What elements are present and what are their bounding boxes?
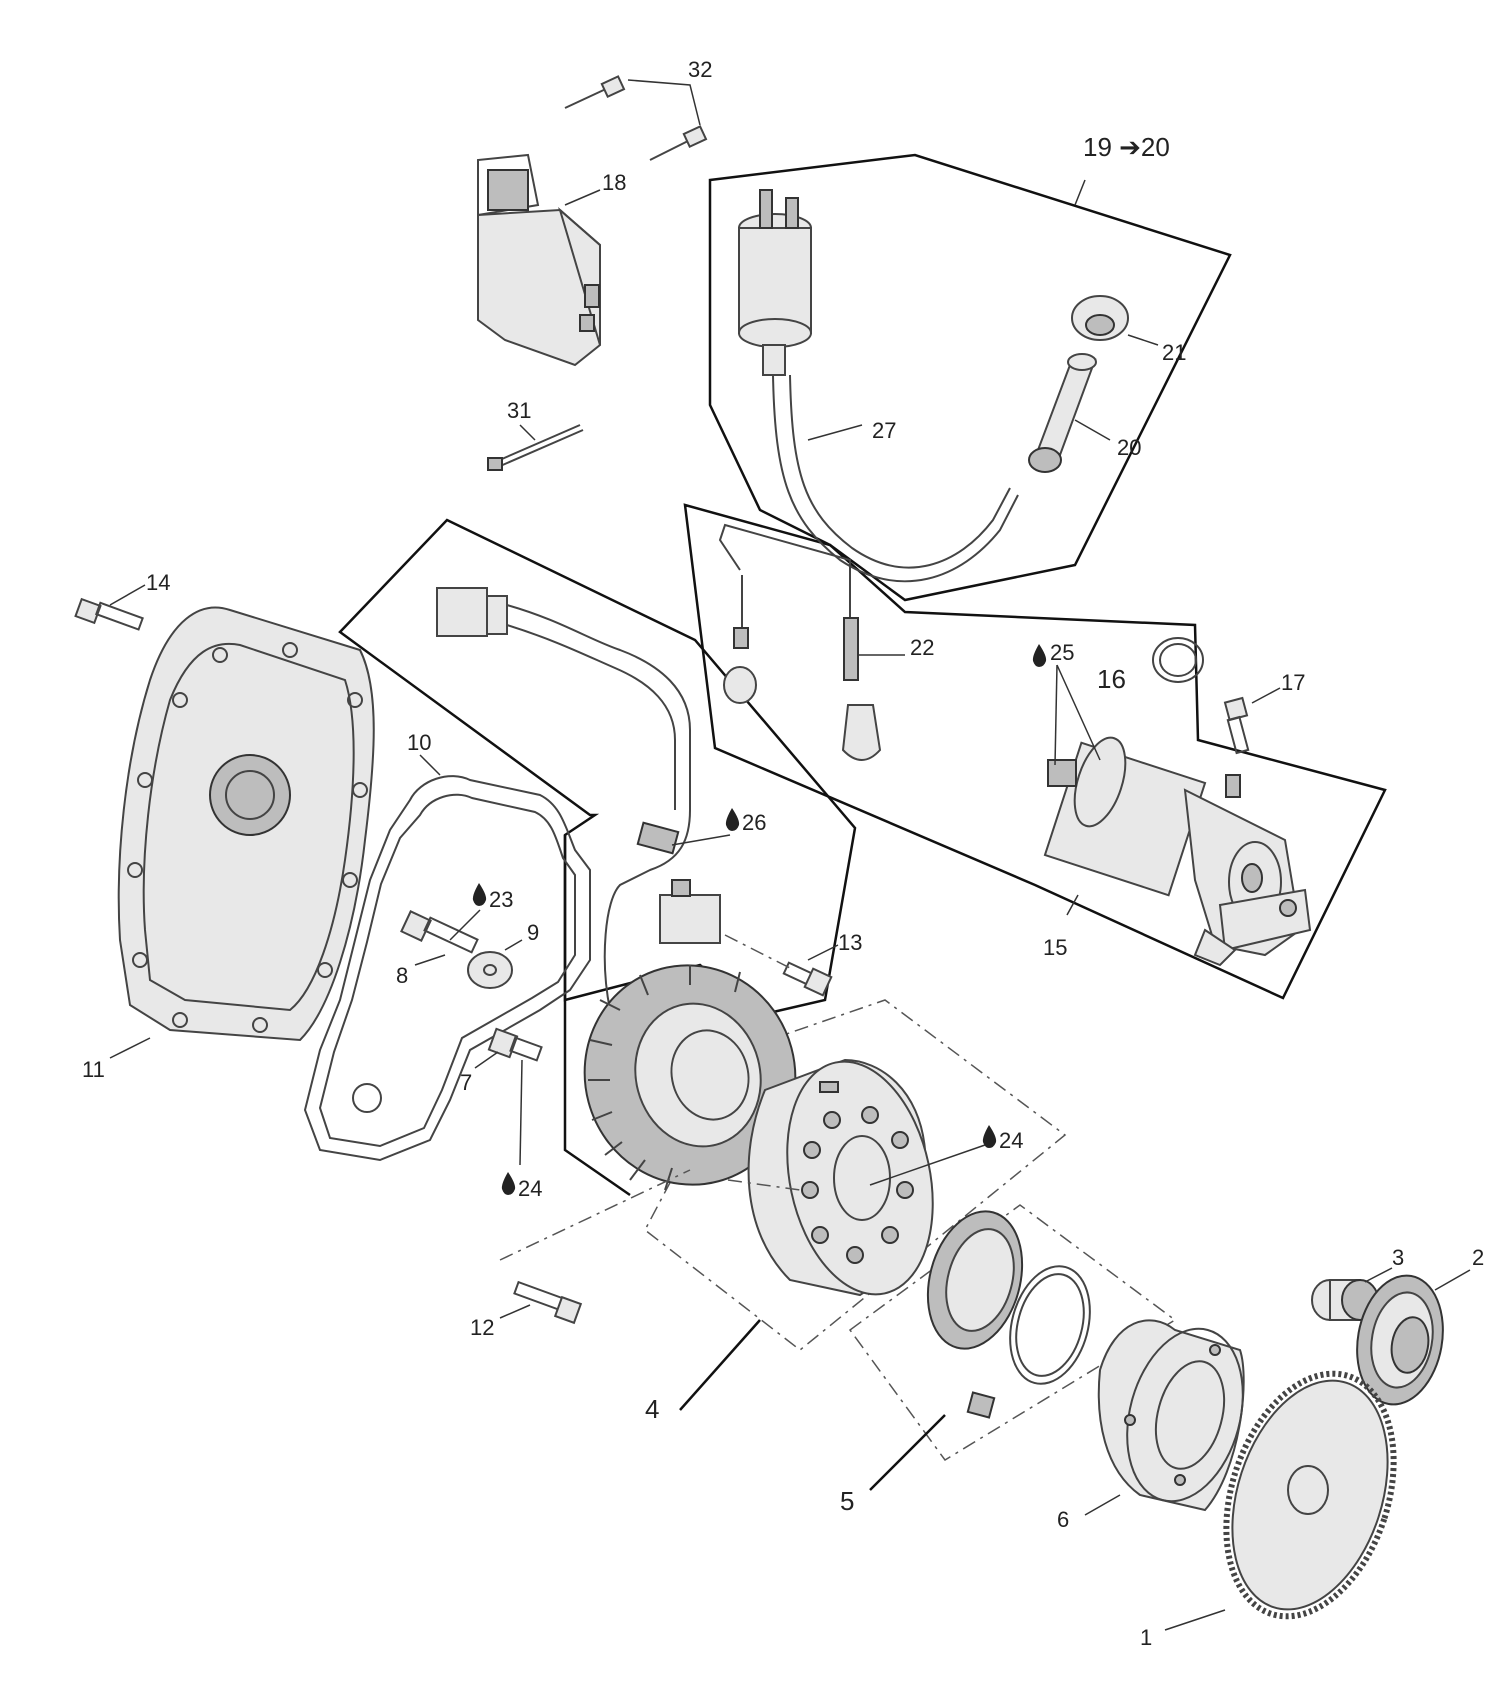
spark-cap-seal-part-21 (1071, 295, 1129, 341)
cable-tie-part-31 (487, 424, 584, 471)
bolt-part-17 (1223, 696, 1250, 755)
leader-3 (1364, 1267, 1393, 1283)
bushing-part-3 (1311, 1279, 1379, 1321)
stator (583, 964, 797, 1191)
leader-24-lower (519, 1059, 523, 1166)
leader-32 (627, 79, 701, 126)
callout-21: 21 (1162, 340, 1186, 365)
leader-8 (414, 954, 446, 966)
leader-2 (1434, 1269, 1471, 1291)
callout-7: 7 (460, 1070, 472, 1095)
frame-ignition-coil-group (708, 153, 1232, 602)
leader-31 (519, 424, 536, 441)
callout-1: 1 (1140, 1625, 1152, 1650)
callout-25: 25 (1050, 640, 1074, 665)
callout-18: 18 (602, 170, 626, 195)
callout-20: 20 (1117, 435, 1141, 460)
leader-12 (499, 1304, 531, 1319)
ht-lead-part-27 (772, 374, 1019, 583)
leader-14 (109, 584, 146, 606)
ring-gear-part-1 (1223, 1370, 1397, 1620)
leader-6 (1084, 1494, 1121, 1516)
leader-26 (671, 834, 731, 846)
oil-drop-icon (1032, 644, 1047, 667)
leader-9 (504, 939, 523, 951)
leader-19-20 (1074, 179, 1086, 206)
leader-24-flywheel (869, 1144, 986, 1186)
bolt-part-14 (74, 597, 144, 631)
spark-plug-cap-part-20 (1028, 353, 1097, 473)
leader-17 (1251, 687, 1281, 704)
leader-1 (1164, 1609, 1226, 1631)
leader-11 (109, 1037, 151, 1059)
bolt-part-13 (782, 961, 833, 997)
oil-drop-icon (982, 1125, 997, 1148)
bolt-part-8 (400, 910, 479, 954)
callout-9: 9 (527, 920, 539, 945)
oil-drop-icon (725, 808, 740, 831)
callout-12: 12 (470, 1315, 494, 1340)
callout-13: 13 (838, 930, 862, 955)
callout-6: 6 (1057, 1507, 1069, 1532)
callout-24-lower: 24 (518, 1176, 542, 1201)
callout-14: 14 (146, 570, 170, 595)
callout-23: 23 (489, 887, 513, 912)
leader-5 (869, 1414, 946, 1491)
cdi-module-part-18 (477, 153, 601, 367)
ignition-coil-part-19 (738, 189, 812, 376)
o-ring-part-16 (1152, 637, 1204, 683)
frame-stator-side (563, 835, 631, 1197)
stator-harness (436, 587, 721, 1011)
washer-part-9 (467, 951, 513, 989)
oil-drop-icon (472, 883, 487, 906)
battery-cable-part-22 (718, 523, 882, 761)
leader-18 (564, 189, 601, 206)
callout-16: 16 (1097, 664, 1126, 694)
frame-clutch-group (848, 1204, 1177, 1461)
callout-5: 5 (840, 1486, 854, 1516)
side-cover-part-11 (117, 606, 375, 1042)
callout-27: 27 (872, 418, 896, 443)
callout-11: 11 (82, 1057, 105, 1082)
leader-21 (1127, 334, 1159, 346)
leader-7 (474, 1051, 499, 1069)
clutch-housing-part-6 (1097, 1319, 1245, 1512)
callout-26: 26 (742, 810, 766, 835)
frame-stator-group (338, 518, 857, 1017)
leader-27 (807, 424, 863, 441)
frame-starter-group (683, 503, 1387, 1000)
callout-10: 10 (407, 730, 431, 755)
push-rivet-part-32 (564, 75, 708, 161)
one-way-clutch-part-5 (926, 1210, 1091, 1419)
callout-31: 31 (507, 398, 531, 423)
callout-15: 15 (1043, 935, 1067, 960)
callout-4: 4 (645, 1394, 659, 1424)
leader-20 (1074, 419, 1111, 441)
frame-flywheel-group (644, 999, 1067, 1351)
bolt-part-7 (487, 1027, 543, 1062)
idler-gear-part-2 (1356, 1274, 1444, 1406)
callout-2: 2 (1472, 1245, 1484, 1270)
leader-4 (679, 1319, 761, 1411)
leader-13 (807, 944, 839, 961)
leader-15 (1066, 894, 1079, 916)
bolt-part-12 (513, 1280, 583, 1325)
callout-8: 8 (396, 963, 408, 988)
leader-10 (419, 754, 441, 776)
callout-3: 3 (1392, 1245, 1404, 1270)
oil-drop-icon (501, 1172, 516, 1195)
starter-motor-part-15 (1043, 736, 1312, 967)
callout-17: 17 (1281, 670, 1305, 695)
leader-23 (449, 909, 481, 941)
callout-22: 22 (910, 635, 934, 660)
callout-32: 32 (688, 57, 712, 82)
flywheel (747, 1058, 934, 1297)
leader-25 (1054, 664, 1058, 766)
gasket-part-10 (303, 775, 591, 1162)
callout-24-flywheel: 24 (999, 1128, 1023, 1153)
callout-19-20: 19 ➔20 (1083, 132, 1170, 162)
